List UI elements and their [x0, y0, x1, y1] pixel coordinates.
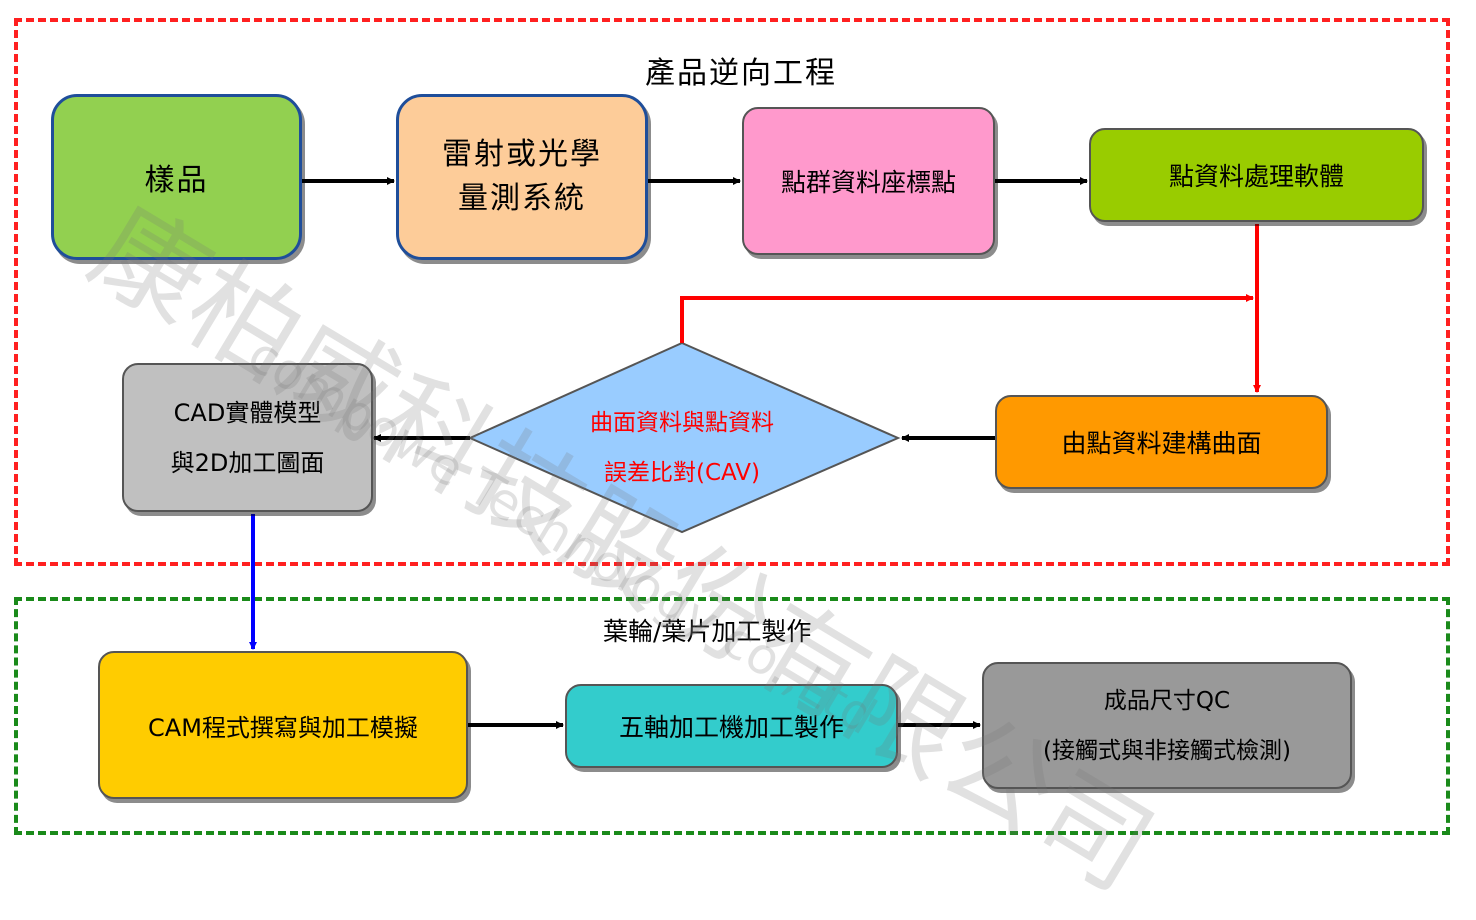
point-software-node: 點資料處理軟體	[1089, 128, 1424, 222]
sample-node: 樣品	[51, 94, 302, 260]
reverse-engineering-title: 產品逆向工程	[645, 56, 837, 91]
five-axis-node: 五軸加工機加工製作	[565, 684, 898, 768]
laser-scan-node: 雷射或光學 量測系統	[396, 94, 648, 260]
point-cloud-node: 點群資料座標點	[742, 107, 995, 255]
manufacturing-frame	[14, 597, 1450, 835]
arrow-compare-feedback	[680, 294, 1254, 343]
qc-node: 成品尺寸QC (接觸式與非接觸式檢測)	[982, 662, 1352, 789]
reverse-engineering-frame	[14, 18, 1450, 566]
surface-build-node: 由點資料建構曲面	[995, 395, 1328, 489]
manufacturing-title: 葉輪/葉片加工製作	[603, 617, 812, 646]
compare-diamond	[467, 341, 901, 534]
cam-program-node: CAM程式撰寫與加工模擬	[98, 651, 468, 799]
cad-model-node: CAD實體模型 與2D加工圖面	[122, 363, 373, 512]
compare-label: 曲面資料與點資料 誤差比對(CAV)	[590, 410, 774, 486]
flow-connectors	[249, 177, 1261, 729]
